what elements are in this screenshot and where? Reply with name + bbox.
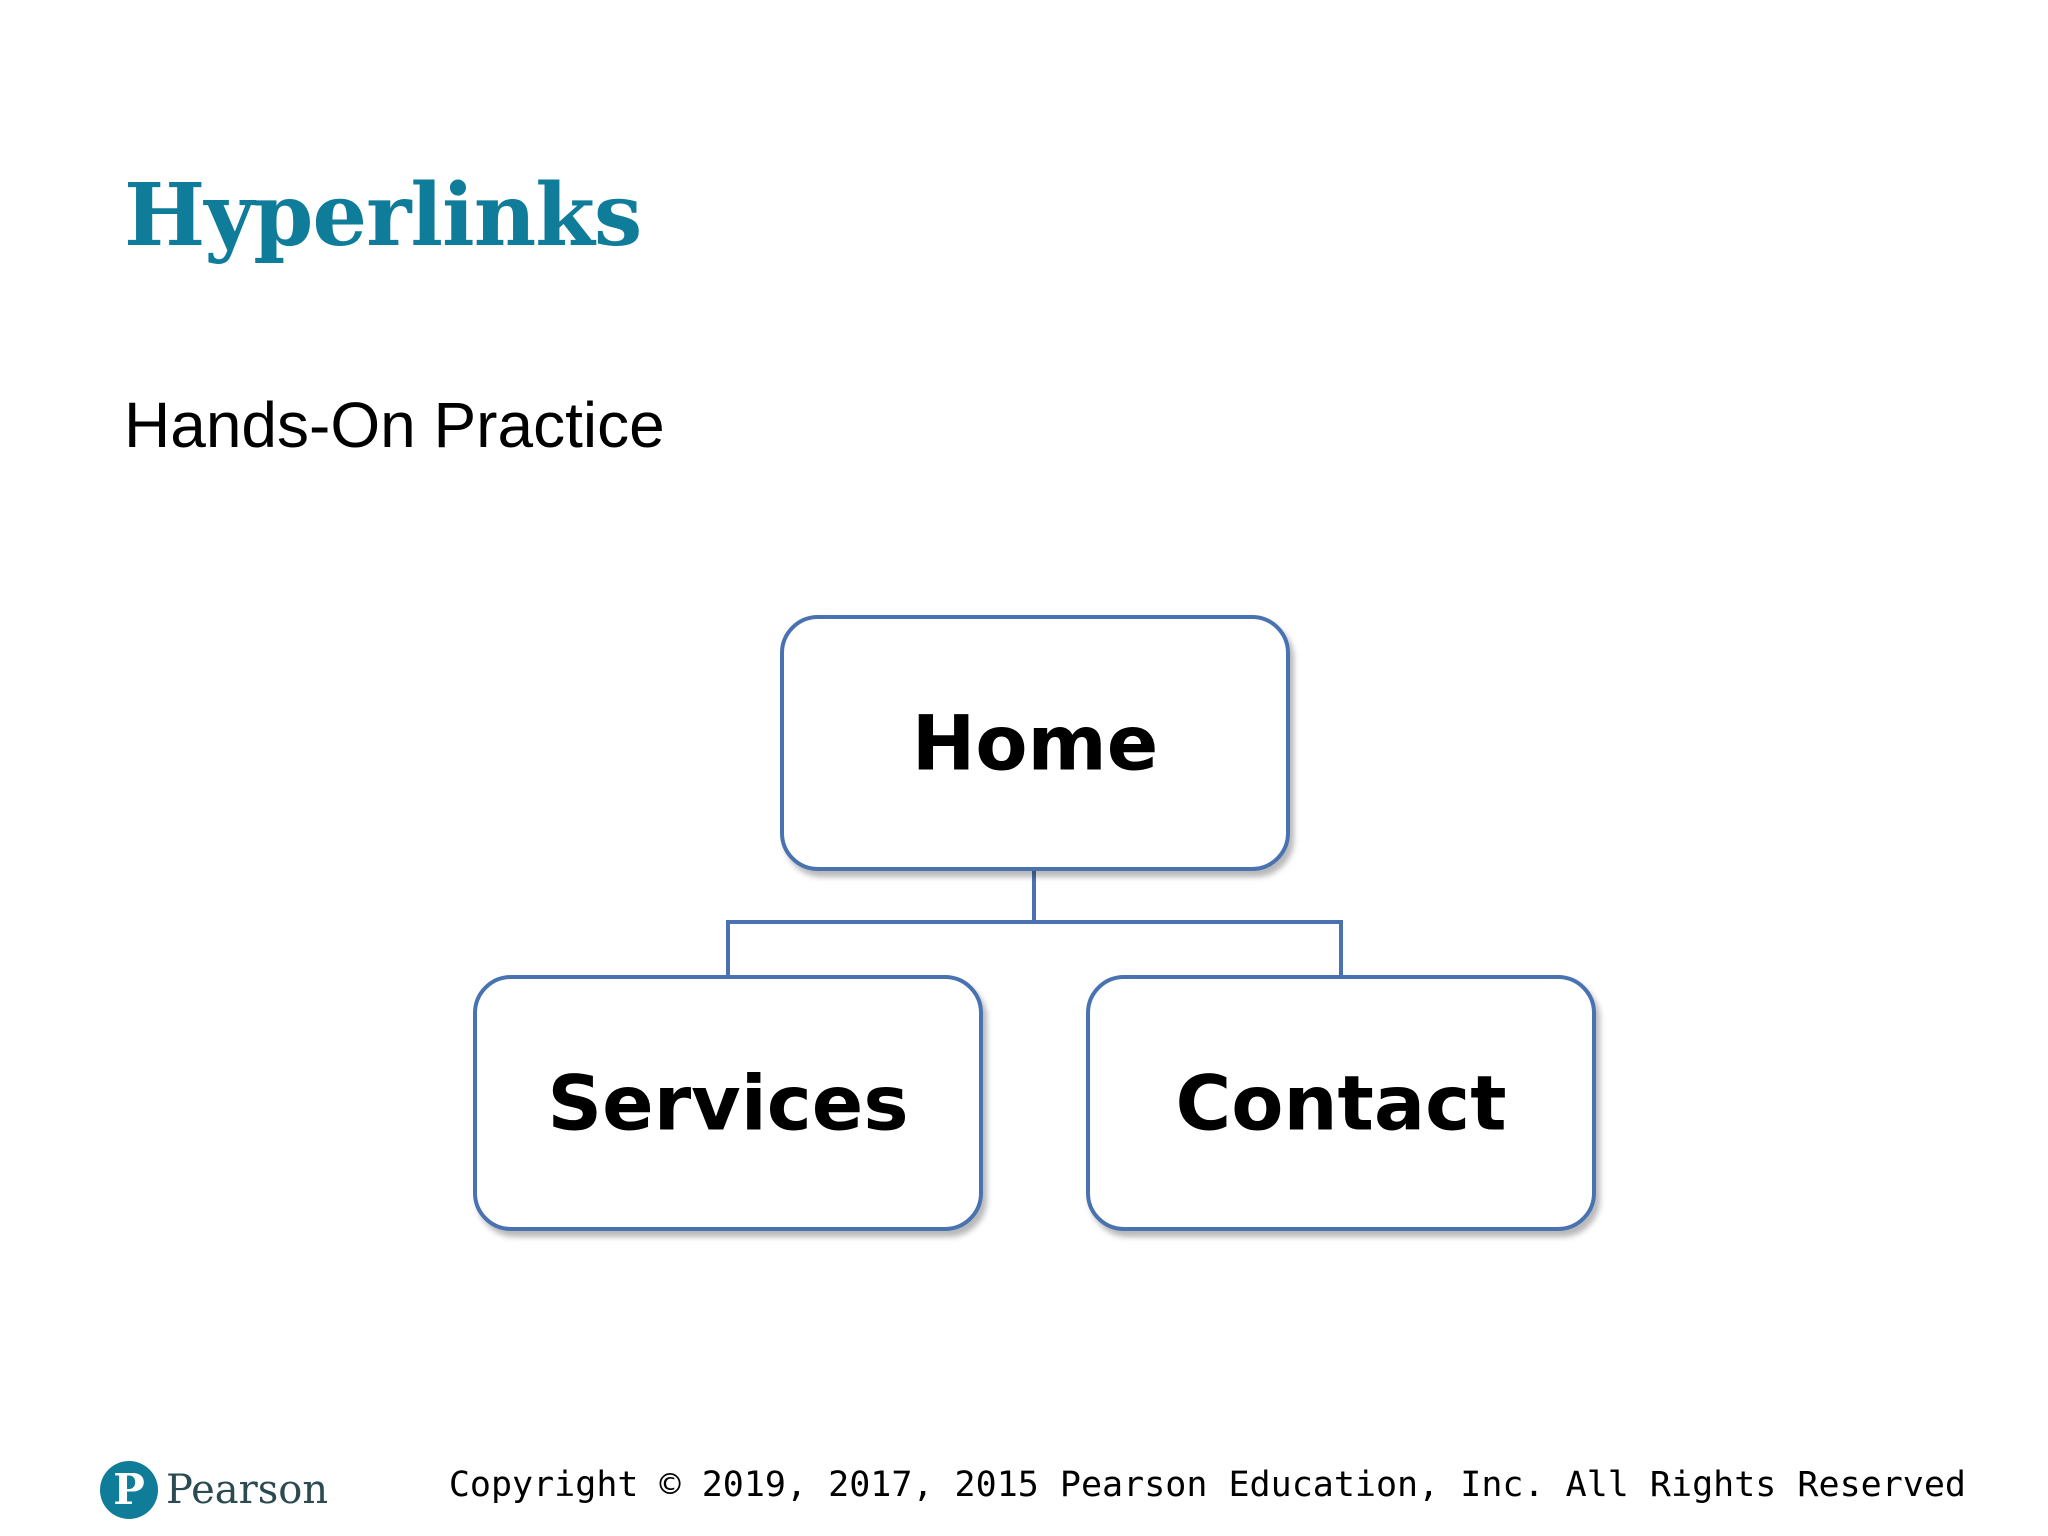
connector-lines [726,870,1343,976]
pearson-logo: P Pearson [100,1458,328,1522]
node-home-box [780,615,1290,871]
copyright-notice: Copyright © 2019, 2017, 2015 Pearson Edu… [448,1465,1966,1505]
node-home-label: Home [912,699,1159,788]
node-services-box [473,975,983,1231]
pearson-logo-icon: P [100,1461,158,1519]
slide-title: Hyperlinks [124,165,642,266]
node-services: Services [473,975,983,1231]
slide-subtitle: Hands-On Practice [124,389,665,461]
pearson-logo-text: Pearson [166,1467,329,1513]
node-contact: Contact [1086,975,1596,1231]
node-contact-box [1086,975,1596,1231]
node-contact-label: Contact [1175,1059,1506,1148]
node-home: Home [780,615,1290,871]
node-services-label: Services [547,1059,908,1148]
